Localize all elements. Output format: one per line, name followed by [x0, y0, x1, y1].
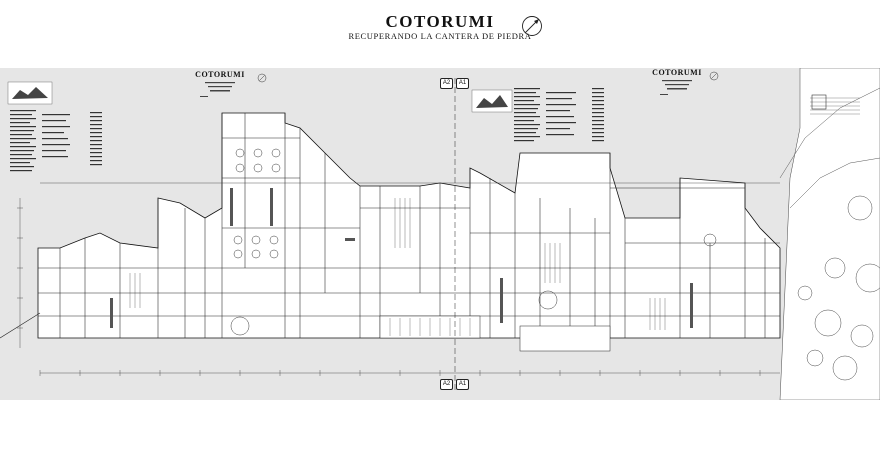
floor-plan-drawing: COTORUMI COTORUMI A2 A1 A2 A1 [0, 68, 880, 400]
interior-walls [38, 113, 780, 338]
page-subtitle: RECUPERANDO LA CANTERA DE PIEDRA [348, 31, 532, 41]
site-trees [797, 195, 880, 381]
grid-marker-top-right: A1 [456, 78, 469, 89]
north-arrow-icon [522, 16, 542, 36]
thumbnail-right [471, 89, 513, 113]
title-block-left: COTORUMI [195, 70, 245, 79]
furniture-tables [230, 148, 717, 336]
title-block-left-title: COTORUMI [195, 70, 245, 79]
floor-plan-svg [0, 68, 880, 400]
legend-left [10, 110, 102, 172]
building-footprint [37, 112, 781, 339]
grid-marker-top-left: A2 [440, 78, 453, 89]
thumbnail-left [7, 81, 53, 105]
page-title: COTORUMI [385, 12, 495, 31]
page-header: COTORUMI RECUPERANDO LA CANTERA DE PIEDR… [0, 0, 880, 68]
dimension-lines [17, 182, 780, 376]
grid-marker-bottom-left: A2 [440, 379, 453, 390]
page-footer [0, 400, 880, 462]
grid-marker-bottom-right: A1 [456, 379, 469, 390]
title-block-right: COTORUMI [652, 68, 702, 77]
legend-right [514, 88, 604, 142]
title-block-right-title: COTORUMI [652, 68, 702, 77]
